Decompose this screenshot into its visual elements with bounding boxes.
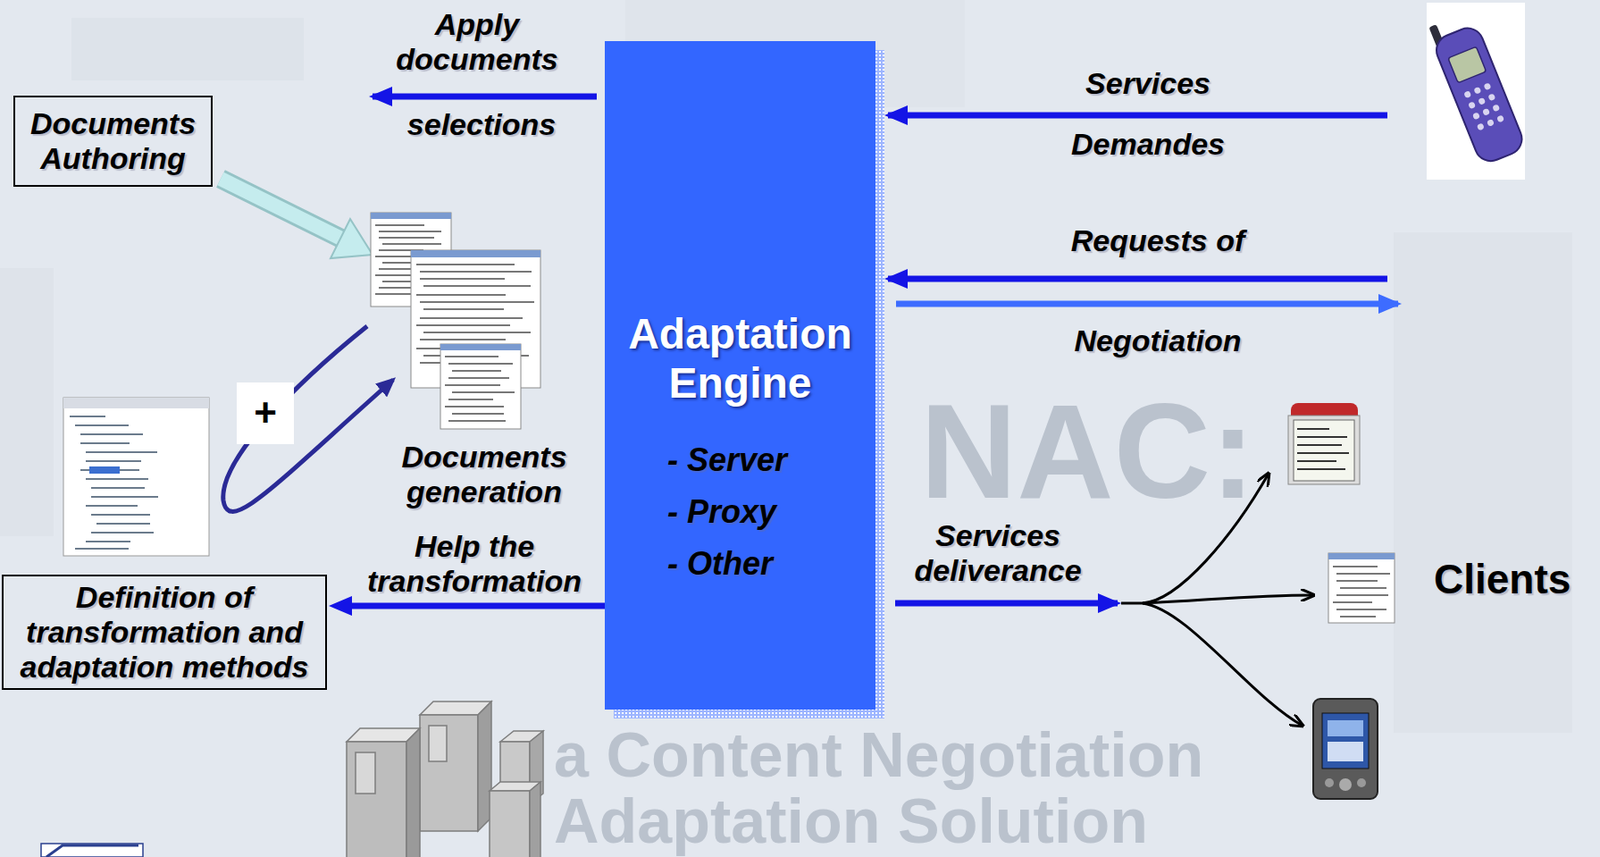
process-box: Documents Authoring [13, 95, 213, 187]
client-document-icon [1328, 552, 1395, 623]
background-shapes [0, 0, 1573, 733]
document-windows [370, 212, 541, 429]
mobile-phone-icon [1426, 2, 1527, 180]
process-box: Definition of transformation and adaptat… [1, 574, 327, 690]
step-label: Documents generation [368, 439, 601, 510]
flow-arrows [372, 96, 1399, 726]
tree-screenshot [63, 397, 210, 556]
arrow-label: Requests of [1071, 223, 1246, 259]
list-item: - Other [667, 537, 876, 590]
server-towers [346, 701, 544, 857]
watermark: Adaptation Solution [553, 789, 1148, 853]
engine-box: Adaptation Engine - Server- Proxy- Other [604, 41, 876, 710]
group-label: Clients [1433, 555, 1571, 604]
connector-arrow [328, 595, 605, 616]
client-phone-icon [1288, 402, 1360, 485]
edge-label: Help the transformation [362, 528, 587, 599]
arrow-label: Apply documents [369, 7, 585, 77]
generation-loop-arrow [223, 326, 394, 511]
node-title: Definition of transformation and adaptat… [12, 579, 317, 685]
node-title: Adaptation Engine [615, 309, 866, 408]
list-item: - Proxy [667, 485, 876, 538]
plus-sign: + [236, 382, 294, 444]
logo [41, 843, 143, 857]
client-pda-icon [1313, 698, 1378, 799]
arrow-label: selections [407, 107, 556, 143]
authoring-arrow [220, 178, 373, 259]
list-item: - Server [667, 434, 876, 486]
watermark: a Content Negotiation [553, 723, 1204, 787]
arrow-label: Services [1085, 66, 1211, 101]
watermark: NAC: [920, 384, 1256, 519]
arrow-label: Negotiation [1074, 323, 1242, 359]
arrow-label: Demandes [1071, 126, 1225, 162]
arrow-label: Services deliverance [886, 518, 1110, 588]
node-title: Documents Authoring [25, 106, 201, 176]
